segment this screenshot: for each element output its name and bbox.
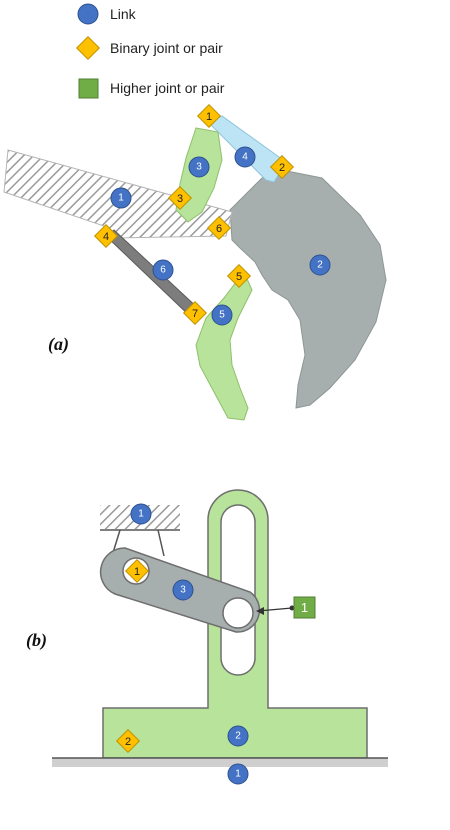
svg-text:1: 1 [206,111,212,123]
joint-2-b: 2 [115,728,141,754]
link-badge-2-a: 2 [309,254,331,276]
legend-link-label: Link [110,6,137,22]
link-5-body [195,271,253,421]
joint-1-b: 1 [124,558,150,584]
joint-6-a: 6 [206,215,232,241]
svg-text:5: 5 [219,310,225,321]
link-badge-6-a: 6 [152,259,174,281]
svg-text:4: 4 [242,152,248,163]
legend: Link Binary joint or pair Higher joint o… [75,3,225,99]
svg-text:1: 1 [134,566,140,578]
legend-higher-joint-label: Higher joint or pair [110,80,225,96]
link-badge-5-a: 5 [211,304,233,326]
svg-text:2: 2 [279,162,285,174]
panel-a-label: (a) [48,334,69,355]
link-badge-2-b: 2 [227,725,249,747]
panel-b: 1 1 2 1 3 2 1 (b) [26,489,388,785]
link-badge-1-b-bottom: 1 [227,763,249,785]
joint-5-a: 5 [226,263,252,289]
svg-text:5: 5 [236,271,242,283]
link-badge-1-b-top: 1 [130,503,152,525]
link-badge-3-a: 3 [188,156,210,178]
link-badge-1-a: 1 [110,187,132,209]
higher-joint-dot [289,605,295,611]
joint-1-a: 1 [196,103,222,129]
svg-text:6: 6 [160,265,166,276]
panel-a: 1 2 3 4 5 6 7 3 [3,103,387,421]
svg-text:1: 1 [235,769,241,780]
svg-text:6: 6 [216,223,222,235]
svg-text:1: 1 [138,509,144,520]
svg-text:2: 2 [235,731,241,742]
svg-text:3: 3 [177,193,183,205]
legend-binary-joint-icon [75,35,101,61]
higher-joint-1: 1 [293,596,316,619]
svg-text:7: 7 [192,308,198,320]
svg-text:4: 4 [103,231,109,243]
joint-7-a: 7 [182,300,208,326]
bottom-ground [52,758,388,767]
slider-pin [222,597,254,629]
panel-b-label: (b) [26,630,47,651]
link-badge-3-b: 3 [172,579,194,601]
legend-higher-joint-icon [78,78,99,99]
link-badge-4-a: 4 [234,146,256,168]
joint-2-a: 2 [269,154,295,180]
link-6-rod [105,229,201,319]
legend-binary-joint-label: Binary joint or pair [110,40,223,56]
bucket-link [229,169,387,409]
svg-text:3: 3 [180,585,186,596]
svg-text:2: 2 [317,260,323,271]
svg-text:2: 2 [125,736,131,748]
svg-text:1: 1 [301,600,308,615]
joint-3-a: 3 [167,185,193,211]
joint-4-a: 4 [93,223,119,249]
legend-link-icon [77,3,99,25]
svg-text:1: 1 [118,193,124,204]
svg-text:3: 3 [196,162,202,173]
higher-joint-arrowhead [256,607,264,615]
